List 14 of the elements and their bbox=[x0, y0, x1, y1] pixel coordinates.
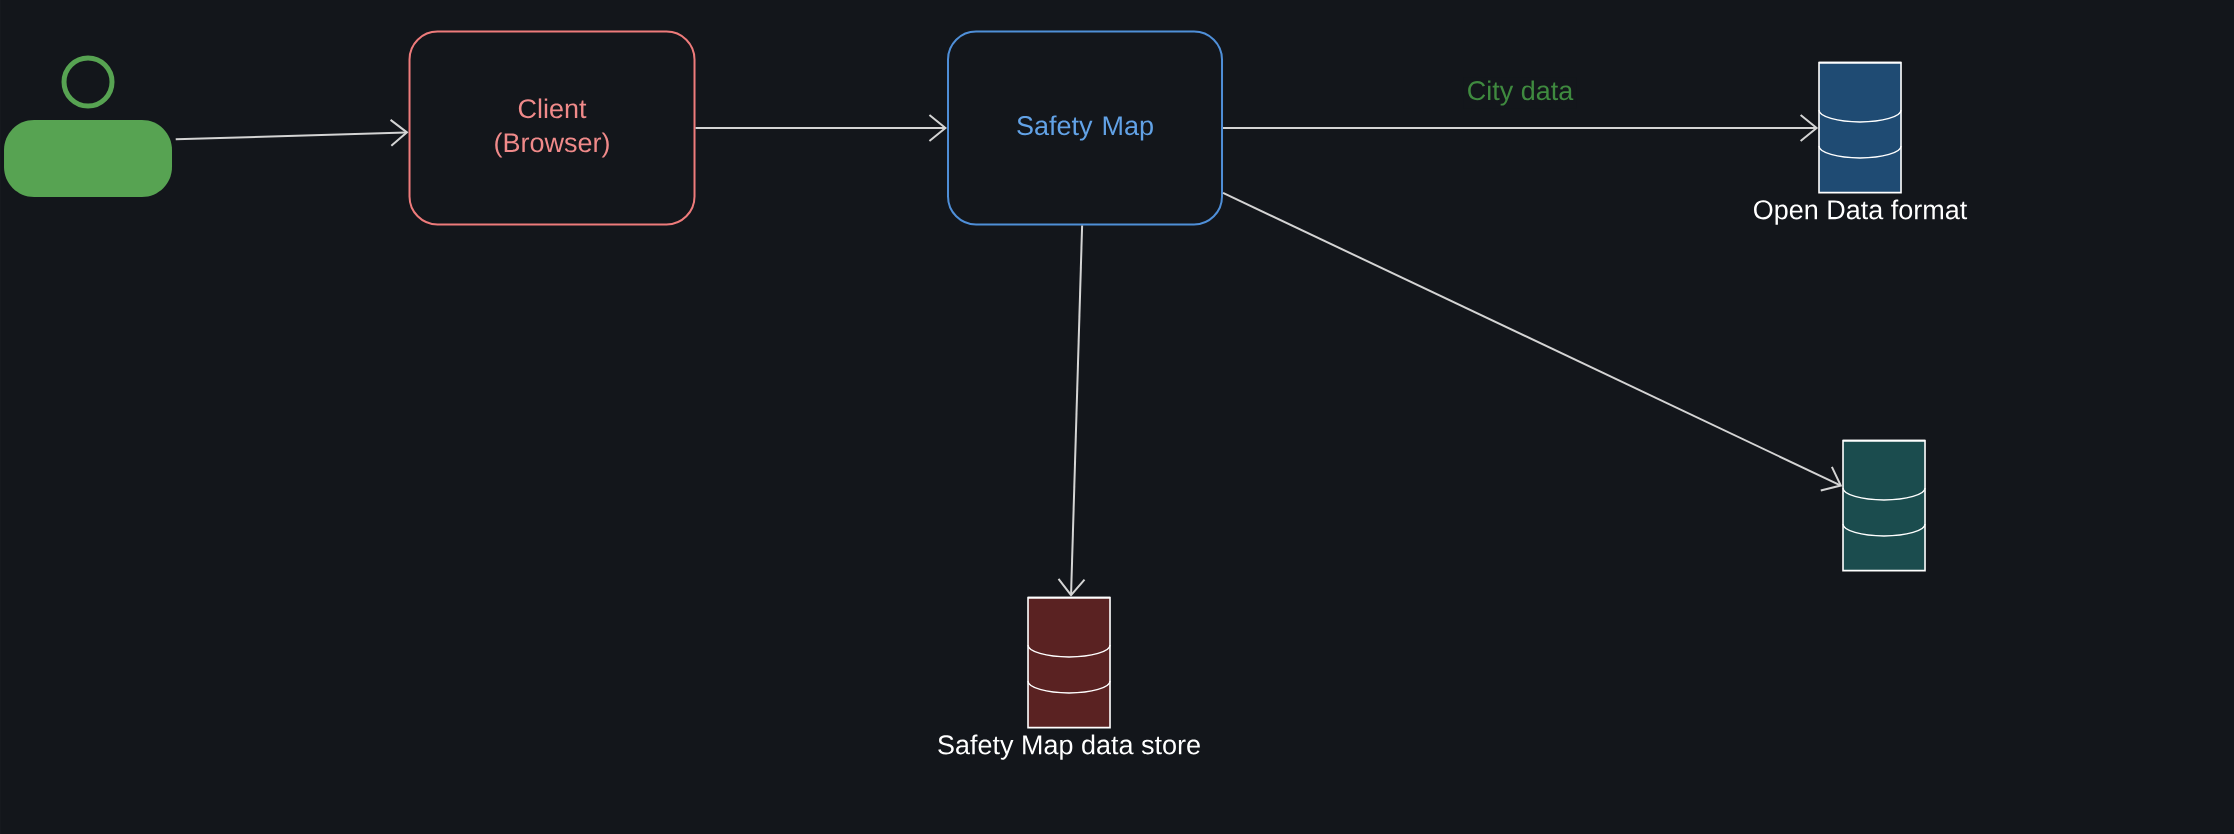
arrow bbox=[694, 114, 947, 142]
database-cylinder bbox=[1842, 439, 1926, 572]
person-icon bbox=[4, 55, 172, 197]
arrow bbox=[174, 118, 409, 147]
process-box: Safety Map bbox=[947, 30, 1223, 226]
arrow bbox=[1222, 191, 1843, 492]
node-label: Safety Map data store bbox=[938, 734, 1200, 760]
database-cylinder: Safety Map data store bbox=[938, 596, 1200, 760]
edge-label: City data bbox=[1463, 77, 1577, 109]
database-cylinder: Open Data format bbox=[1754, 61, 1968, 225]
arrow bbox=[1057, 224, 1086, 597]
process-box: Client (Browser) bbox=[408, 30, 696, 226]
arrow bbox=[1222, 114, 1819, 142]
node-label: Open Data format bbox=[1754, 199, 1968, 225]
